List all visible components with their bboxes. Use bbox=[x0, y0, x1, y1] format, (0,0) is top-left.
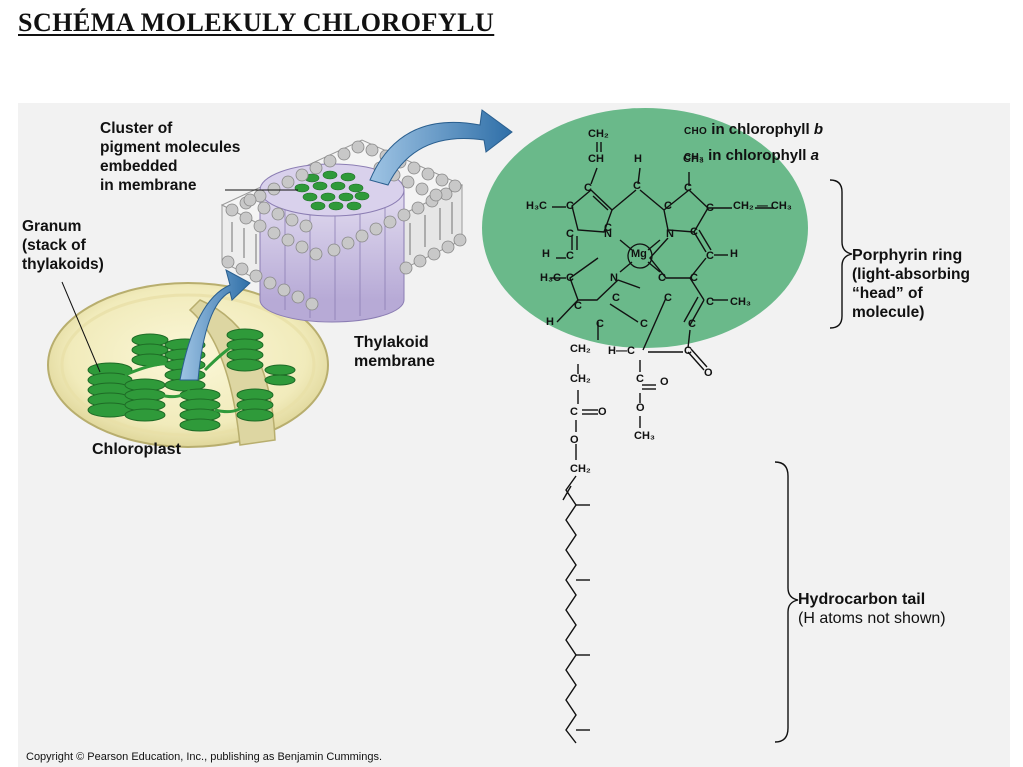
atom-c: C bbox=[604, 222, 612, 234]
atom-c: C bbox=[566, 200, 574, 212]
atom-c: C bbox=[636, 373, 644, 385]
atom-ch2: CH₂ bbox=[570, 463, 591, 475]
zoom-arrow-2 bbox=[369, 109, 513, 186]
thylakoid-membrane-label: Thylakoid membrane bbox=[354, 334, 435, 370]
zoom-arrow-1 bbox=[179, 269, 251, 381]
atom-o: O bbox=[704, 367, 713, 379]
hydrocarbon-tail-label: Hydrocarbon tail (H atoms not shown) bbox=[798, 591, 946, 627]
atom-c: C bbox=[633, 180, 641, 192]
atom-o: O bbox=[598, 406, 607, 418]
cho-chlorophyll-b-label: CHO in chlorophyll b bbox=[684, 121, 823, 138]
atom-ch2-ch3: CH₂ — CH₃ bbox=[733, 200, 792, 212]
atom-n: N bbox=[604, 228, 612, 240]
atom-ch3: CH₃ bbox=[683, 153, 704, 165]
atom-ch2: CH₂ bbox=[570, 343, 591, 355]
cluster-label: Cluster of pigment molecules embedded in… bbox=[100, 120, 241, 194]
atom-c: C bbox=[566, 272, 574, 284]
atom-ch3: CH₃ bbox=[634, 430, 655, 442]
atom-c: C bbox=[688, 318, 696, 330]
atom-o: O bbox=[570, 434, 579, 446]
page-title: SCHÉMA MOLEKULY CHLOROFYLU bbox=[18, 8, 495, 37]
atom-h3c: H₃C bbox=[540, 272, 561, 284]
atom-n: N bbox=[610, 272, 618, 284]
atom-c: C bbox=[612, 292, 620, 304]
atom-c: C bbox=[566, 228, 574, 240]
granum-label: Granum (stack of thylakoids) bbox=[22, 218, 104, 273]
atom-h-dash-c: H—C bbox=[608, 345, 635, 357]
atom-h: H bbox=[730, 248, 738, 260]
copyright-notice: Copyright © Pearson Education, Inc., pub… bbox=[26, 751, 383, 763]
atom-c: C bbox=[684, 345, 692, 357]
atom-h: H bbox=[634, 153, 642, 165]
atom-c: C bbox=[690, 272, 698, 284]
ch3-chlorophyll-a-label: CH₃ in chlorophyll a bbox=[684, 147, 819, 164]
atom-c: C bbox=[664, 200, 672, 212]
porphyrin-bonds bbox=[550, 142, 774, 460]
hydrocarbon-tail bbox=[562, 475, 590, 744]
tail-brace bbox=[774, 461, 799, 743]
porphyrin-ring-label: Porphyrin ring (light-absorbing “head” o… bbox=[852, 247, 970, 321]
atom-o: O bbox=[636, 402, 645, 414]
atom-c: C bbox=[574, 300, 582, 312]
atom-c: C bbox=[706, 296, 714, 308]
atom-h3c: H₃C bbox=[526, 200, 547, 212]
atom-c: C bbox=[664, 292, 672, 304]
chloroplast-label: Chloroplast bbox=[92, 441, 181, 458]
atom-o: O bbox=[660, 376, 669, 388]
atom-c: C bbox=[690, 226, 698, 238]
porphyrin-brace bbox=[829, 179, 853, 329]
atom-c: C bbox=[706, 250, 714, 262]
atom-ch2: CH₂ bbox=[570, 373, 591, 385]
atom-c: C bbox=[658, 272, 666, 284]
atom-c: C bbox=[584, 182, 592, 194]
atom-c: C bbox=[684, 182, 692, 194]
atom-c: C bbox=[570, 406, 578, 418]
atom-ch2-top: CH₂ bbox=[588, 128, 609, 140]
atom-c: C bbox=[706, 202, 714, 214]
atom-c: C bbox=[640, 318, 648, 330]
porphyrin-head-highlight bbox=[482, 108, 808, 348]
atom-h: H bbox=[546, 316, 554, 328]
thylakoid-membrane-block bbox=[220, 139, 467, 323]
atom-h: H bbox=[542, 248, 550, 260]
atom-c: C bbox=[596, 318, 604, 330]
atom-ch-top: CH bbox=[588, 153, 604, 165]
mg-atom: Mg bbox=[631, 248, 647, 260]
atom-n: N bbox=[666, 228, 674, 240]
atom-ch3: CH₃ bbox=[730, 296, 751, 308]
atom-c: C bbox=[566, 250, 574, 262]
mg-circle bbox=[627, 243, 653, 269]
